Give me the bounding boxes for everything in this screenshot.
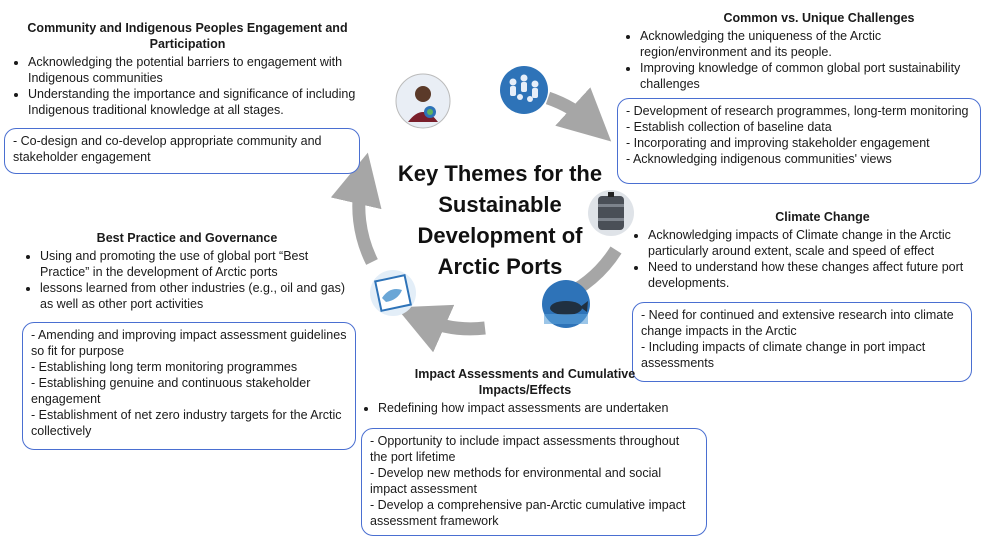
challenges-box: - Development of research programmes, lo…	[617, 98, 981, 184]
practice-box: - Amending and improving impact assessme…	[22, 322, 356, 450]
section-title: Common vs. Unique Challenges	[723, 11, 915, 25]
community-section: Community and Indigenous Peoples Engagem…	[10, 20, 365, 118]
center-title-line: Arctic Ports	[437, 254, 563, 279]
impact-section: Impact Assessments and Cumulative Impact…	[360, 366, 690, 416]
bullet-item: Understanding the importance and signifi…	[28, 86, 365, 118]
box-line: - Development of research programmes, lo…	[626, 104, 969, 118]
oil-barrel-icon	[588, 190, 634, 236]
bullet-item: Need to understand how these changes aff…	[648, 259, 975, 291]
box-line: - Incorporating and improving stakeholde…	[626, 136, 930, 150]
bullet-item: Redefining how impact assessments are un…	[378, 400, 690, 416]
center-title: Key Themes for the Sustainable Developme…	[380, 158, 620, 282]
bullet-item: lessons learned from other industries (e…	[40, 280, 352, 312]
bullet-list: Using and promoting the use of global po…	[22, 248, 352, 312]
person-globe-icon	[395, 73, 451, 129]
box-line: - Establish collection of baseline data	[626, 120, 832, 134]
section-title-line: Participation	[149, 37, 226, 51]
bullet-item: Acknowledging impacts of Climate change …	[648, 227, 975, 259]
challenges-section: Common vs. Unique Challenges Acknowledgi…	[616, 10, 982, 92]
section-title-line: Impact Assessments and Cumulative	[414, 367, 636, 381]
center-title-line: Sustainable	[438, 192, 562, 217]
box-line: - Develop a comprehensive pan-Arctic cum…	[370, 498, 686, 528]
bullet-item: Acknowledging the potential barriers to …	[28, 54, 365, 86]
cycle-arrow	[396, 304, 486, 353]
practice-section: Best Practice and Governance Using and p…	[22, 230, 352, 312]
box-line: - Develop new methods for environmental …	[370, 466, 662, 496]
impact-box: - Opportunity to include impact assessme…	[361, 428, 707, 536]
box-line: - Opportunity to include impact assessme…	[370, 434, 680, 464]
section-title: Impact Assessments and Cumulative Impact…	[360, 366, 690, 398]
whale-icon	[542, 280, 590, 328]
community-box: - Co-design and co-develop appropriate c…	[4, 128, 360, 174]
bullet-list: Acknowledging the uniqueness of the Arct…	[616, 28, 982, 92]
bullet-item: Improving knowledge of common global por…	[640, 60, 982, 92]
climate-box: - Need for continued and extensive resea…	[632, 302, 972, 382]
climate-section: Climate Change Acknowledging impacts of …	[630, 209, 975, 291]
section-title: Community and Indigenous Peoples Engagem…	[10, 20, 365, 52]
bullet-list: Redefining how impact assessments are un…	[360, 400, 690, 416]
box-line: - Establishment of net zero industry tar…	[31, 408, 342, 438]
section-title: Climate Change	[775, 210, 870, 224]
box-line: - Including impacts of climate change in…	[641, 340, 926, 370]
box-line: - Amending and improving impact assessme…	[31, 328, 347, 358]
box-line: - Establishing long term monitoring prog…	[31, 360, 298, 374]
box-line: - Acknowledging indigenous communities' …	[626, 152, 892, 166]
cycle-arrow	[545, 87, 612, 142]
bullet-list: Acknowledging the potential barriers to …	[10, 54, 365, 118]
center-title-line: Development of	[417, 223, 583, 248]
box-line: - Need for continued and extensive resea…	[641, 308, 954, 338]
section-title-line: Community and Indigenous Peoples Engagem…	[27, 21, 348, 35]
section-title: Best Practice and Governance	[96, 231, 278, 245]
section-title-line: Impacts/Effects	[478, 383, 572, 397]
cycle-arrow	[330, 152, 382, 265]
ice-map-icon	[370, 270, 416, 316]
bullet-item: Using and promoting the use of global po…	[40, 248, 352, 280]
box-line: - Establishing genuine and continuous st…	[31, 376, 311, 406]
people-chain-icon	[500, 66, 548, 114]
bullet-item: Acknowledging the uniqueness of the Arct…	[640, 28, 982, 60]
bullet-list: Acknowledging impacts of Climate change …	[630, 227, 975, 291]
box-line: - Co-design and co-develop appropriate c…	[13, 134, 322, 164]
center-title-line: Key Themes for the	[397, 161, 603, 186]
